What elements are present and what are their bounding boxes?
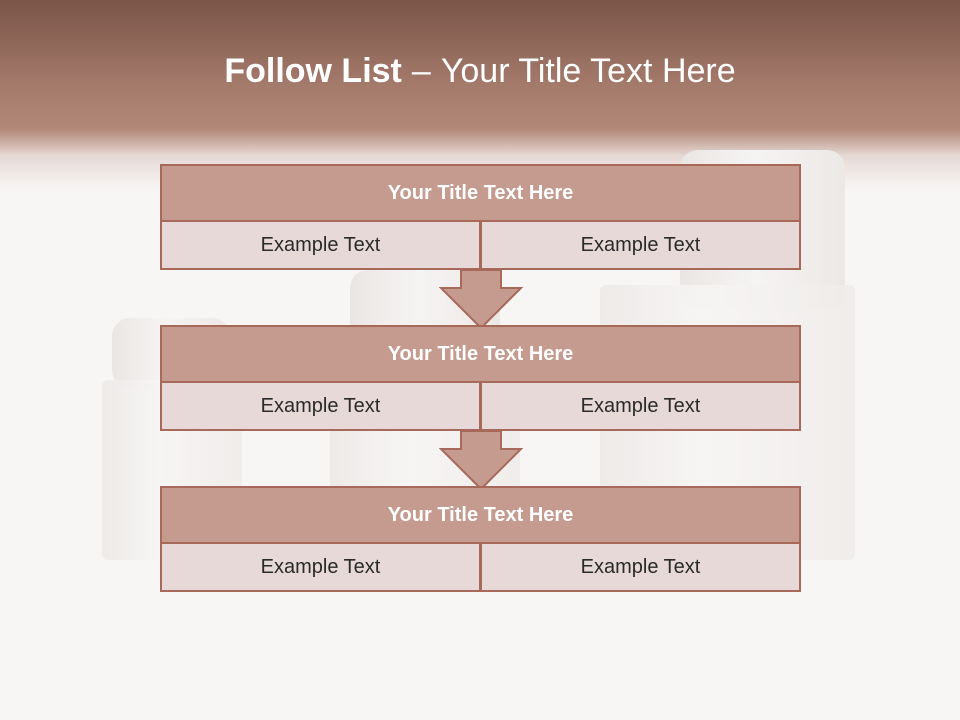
down-arrow-icon [439,431,523,491]
step-title: Your Title Text Here [160,325,801,383]
step-cell-right: Example Text [480,542,801,592]
step-block-3: Your Title Text Here Example Text Exampl… [160,486,801,592]
title-rest: Your Title Text Here [440,52,736,90]
step-block-2: Your Title Text Here Example Text Exampl… [160,325,801,431]
slide-title: Follow List–Your Title Text Here [0,52,960,91]
step-cell-right: Example Text [480,381,801,431]
step-cell-left: Example Text [160,381,481,431]
title-separator: – [411,52,431,90]
step-title: Your Title Text Here [160,486,801,544]
step-block-1: Your Title Text Here Example Text Exampl… [160,164,801,270]
title-bold: Follow List [224,52,402,90]
step-cell-left: Example Text [160,220,481,270]
step-cell-left: Example Text [160,542,481,592]
down-arrow-icon [439,270,523,330]
step-cell-right: Example Text [480,220,801,270]
step-title: Your Title Text Here [160,164,801,222]
